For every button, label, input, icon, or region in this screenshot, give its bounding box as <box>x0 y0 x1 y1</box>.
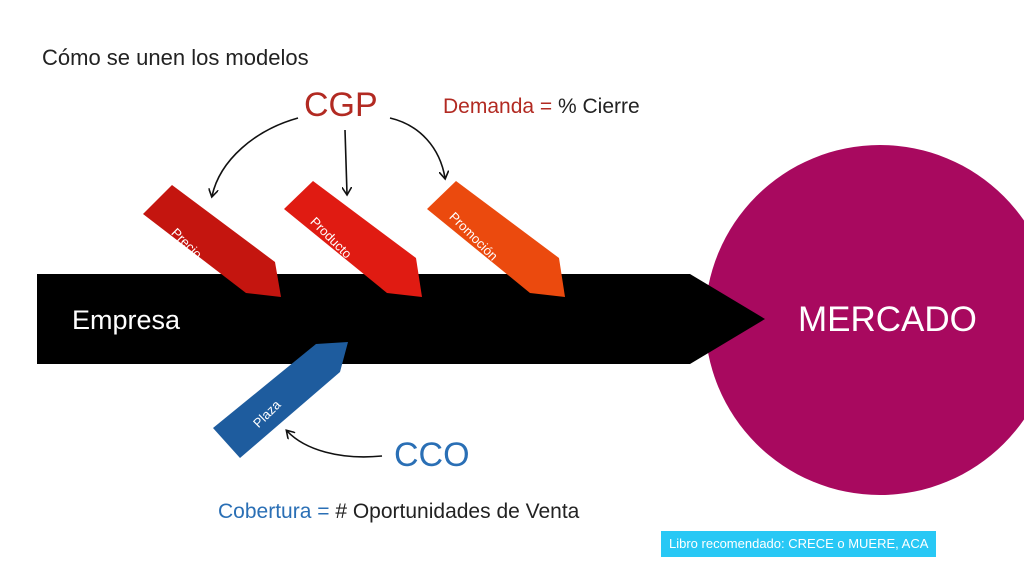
cgp-arrow-producto <box>345 129 347 194</box>
empresa-label: Empresa <box>72 305 181 335</box>
cgp-label: CGP <box>304 86 378 124</box>
cgp-arrow-precio <box>212 117 299 196</box>
cco-label: CCO <box>394 436 470 474</box>
cobertura-term: Cobertura = <box>218 500 330 523</box>
cgp-arrow-promocion <box>389 117 445 178</box>
promocion-tag-shape <box>427 181 565 297</box>
cco-arrow-plaza <box>287 431 383 458</box>
plaza-tag-shape <box>213 342 348 458</box>
mercado-label: MERCADO <box>798 300 977 339</box>
producto-tag-shape <box>284 181 422 297</box>
main-arrow <box>37 274 765 364</box>
mercado-circle <box>705 145 1024 495</box>
cobertura-formula: Cobertura = # Oportunidades de Venta <box>218 500 579 524</box>
demanda-term: Demanda = <box>443 95 553 118</box>
demanda-rest: % Cierre <box>558 95 640 118</box>
precio-tag-shape <box>143 185 281 297</box>
recommended-book-badge: Libro recomendado: CRECE o MUERE, ACA <box>661 531 937 557</box>
cobertura-rest: # Oportunidades de Venta <box>335 500 580 523</box>
page-title: Cómo se unen los modelos <box>42 45 309 70</box>
demanda-formula: Demanda = % Cierre <box>443 95 640 119</box>
